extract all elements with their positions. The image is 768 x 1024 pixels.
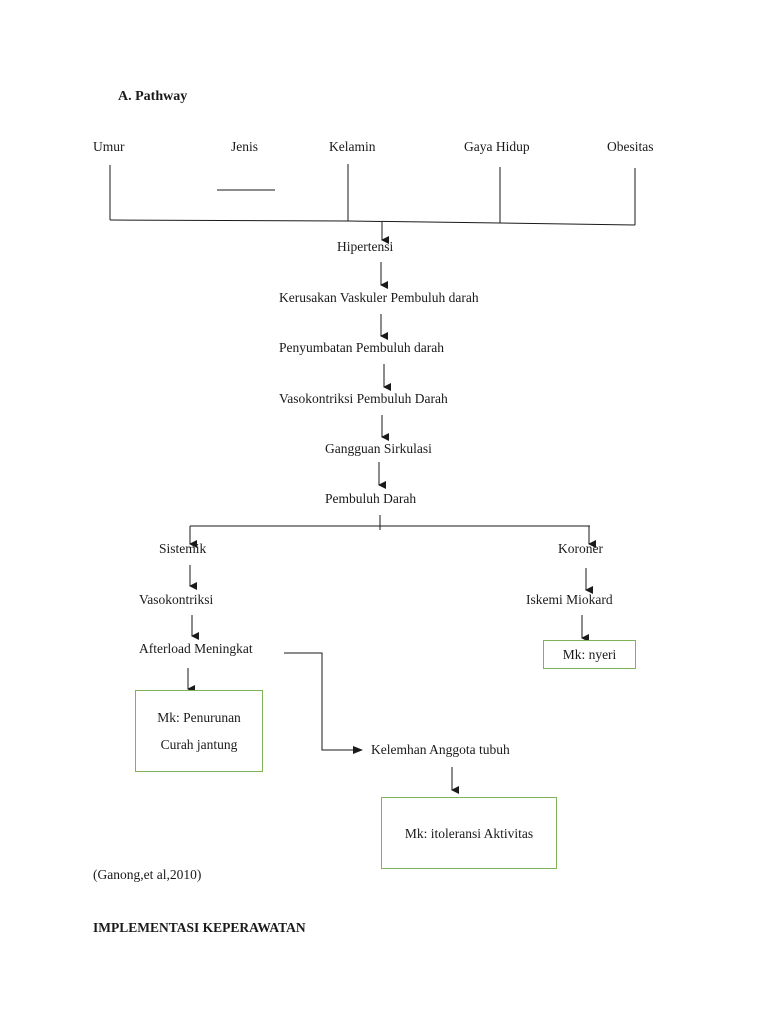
- node-afterload-meningkat: Afterload Meningkat: [139, 641, 253, 656]
- section-heading: A. Pathway: [118, 89, 188, 104]
- diagnosis-text: Mk: itoleransi Aktivitas: [404, 825, 534, 841]
- diagnosis-line-1: Mk: Penurunan: [157, 710, 241, 725]
- node-kelemahan-anggota-tubuh: Kelemhan Anggota tubuh: [371, 742, 510, 757]
- factor-gaya-hidup: Gaya Hidup: [464, 139, 530, 154]
- node-pembuluh-darah: Pembuluh Darah: [325, 491, 417, 506]
- node-sistemik: Sistemik: [159, 541, 207, 556]
- citation: (Ganong,et al,2010): [93, 867, 202, 882]
- factors-join-bar: [109, 219, 636, 226]
- factor-jenis: Jenis: [231, 139, 258, 154]
- factor-kelamin: Kelamin: [329, 139, 376, 154]
- diagnosis-box-intoleransi-aktivitas: Mk: itoleransi Aktivitas: [381, 797, 557, 869]
- afterload-to-kelemahan-connector: [284, 652, 363, 754]
- node-hipertensi: Hipertensi: [337, 239, 394, 254]
- diagnosis-box-penurunan-curah-jantung: Mk: Penurunan Curah jantung: [135, 690, 263, 772]
- diagnosis-box-nyeri: Mk: nyeri: [543, 640, 636, 669]
- diagnosis-text: Mk: nyeri: [562, 647, 617, 662]
- node-koroner: Koroner: [558, 541, 603, 556]
- node-gangguan-sirkulasi: Gangguan Sirkulasi: [325, 441, 432, 456]
- factor-obesitas: Obesitas: [607, 139, 654, 154]
- node-vasokontriksi: Vasokontriksi: [139, 592, 214, 607]
- node-iskemi-miokard: Iskemi Miokard: [526, 592, 613, 607]
- node-penyumbatan: Penyumbatan Pembuluh darah: [279, 340, 444, 355]
- diagnosis-line-2: Curah jantung: [160, 737, 238, 752]
- node-kerusakan-vaskuler: Kerusakan Vaskuler Pembuluh darah: [279, 290, 479, 305]
- node-vasokontriksi-pembuluh: Vasokontriksi Pembuluh Darah: [279, 391, 448, 406]
- factor-umur: Umur: [93, 139, 125, 154]
- next-section-heading: IMPLEMENTASI KEPERAWATAN: [93, 920, 306, 935]
